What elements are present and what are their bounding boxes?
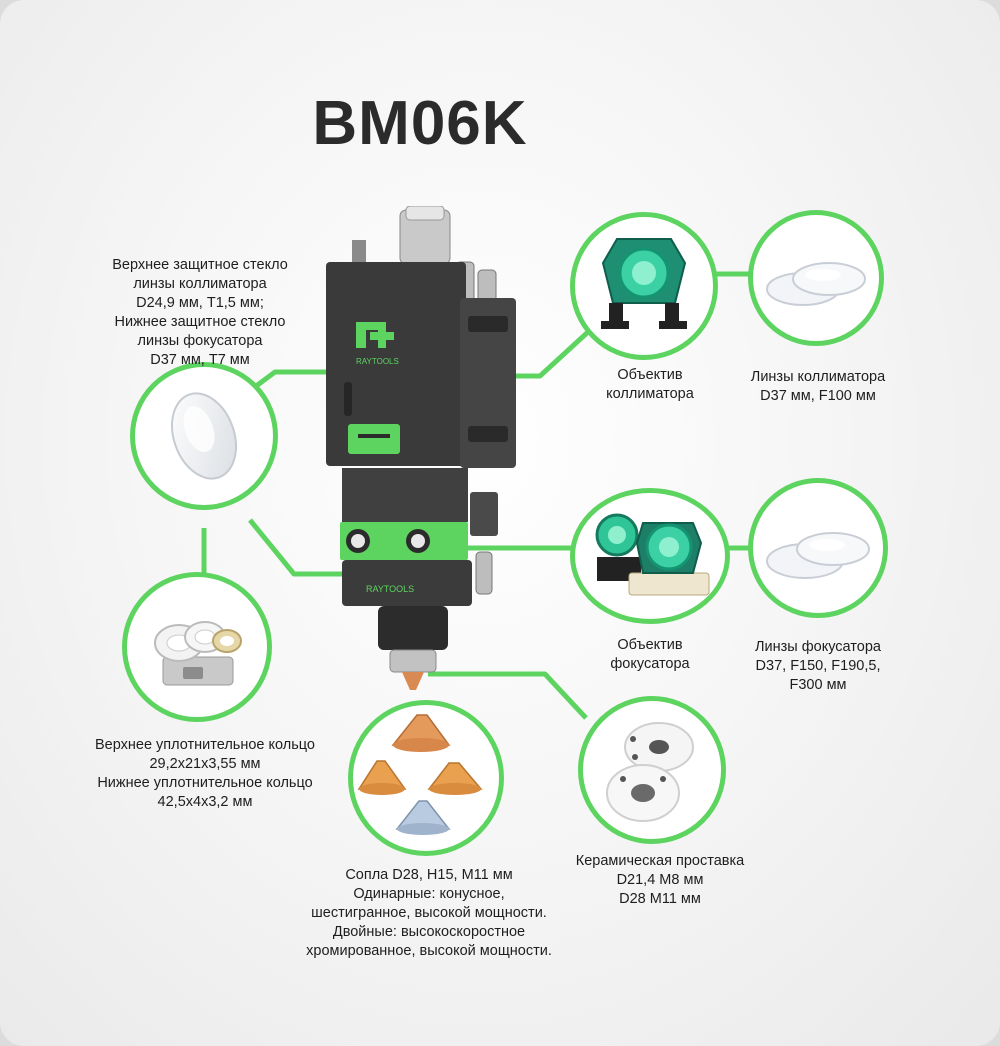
focus-lenses-circle <box>748 478 888 618</box>
line-collimator-objective <box>512 330 590 379</box>
focus-lenses-label: Линзы фокусатора D37, F150, F190,5, F300… <box>755 639 881 693</box>
nozzles-icon <box>357 714 483 835</box>
collimator-objective-circle <box>570 212 718 360</box>
nozzles-circle <box>348 700 504 856</box>
svg-text:RAYTOOLS: RAYTOOLS <box>366 584 414 594</box>
focus-lenses-icon <box>766 532 870 579</box>
protective-glass-icon <box>171 392 237 480</box>
collimator-objective-label: Объектив коллиматора <box>606 367 694 402</box>
collimator-lenses-icon <box>766 262 866 306</box>
seal-rings-label: Верхнее уплотнительное кольцо 29,2x21x3,… <box>95 737 315 810</box>
cutting-head-image: RAYTOOLS RAYTOOLS <box>318 205 528 696</box>
product-title: BM06K <box>312 89 528 158</box>
collimator-objective-icon <box>601 238 687 329</box>
focus-objective-label: Объектив фокусатора <box>610 637 690 672</box>
focus-objective-circle <box>570 488 730 624</box>
protective-glass-circle <box>130 362 278 510</box>
ceramic-circle <box>578 696 726 844</box>
seal-rings-icon <box>154 621 242 686</box>
protective-glass-label: Верхнее защитное стекло линзы коллиматор… <box>112 257 288 368</box>
focus-objective-icon <box>595 513 710 596</box>
collimator-lenses-circle <box>748 210 884 346</box>
seal-rings-circle <box>122 572 272 722</box>
nozzles-label: Сопла D28, H15, M11 мм Одинарные: конусн… <box>306 867 552 959</box>
ceramic-icon <box>606 722 694 822</box>
ceramic-label: Керамическая проставка D21,4 M8 мм D28 M… <box>575 853 745 907</box>
line-ceramic <box>428 671 588 720</box>
collimator-lenses-label: Линзы коллиматора D37 мм, F100 мм <box>750 369 886 404</box>
svg-text:RAYTOOLS: RAYTOOLS <box>356 357 399 366</box>
line-seal-rings <box>248 518 345 577</box>
